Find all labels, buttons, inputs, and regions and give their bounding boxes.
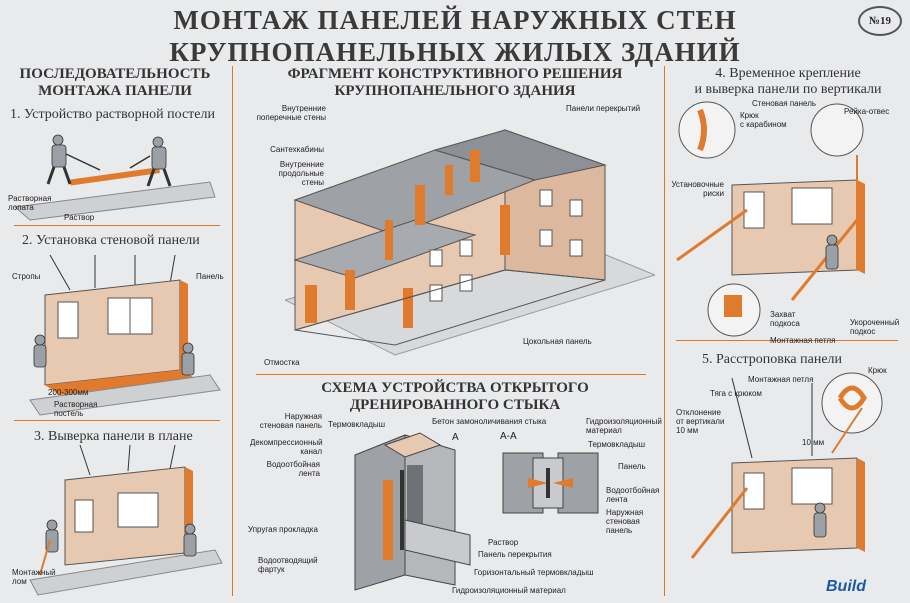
center-heading: ФРАГМЕНТ КОНСТРУКТИВНОГО РЕШЕНИЯ КРУПНОП… <box>250 66 660 100</box>
scheme-heading: СХЕМА УСТРОЙСТВА ОТКРЫТОГО ДРЕНИРОВАННОГ… <box>250 380 660 414</box>
scheme-label-mortar: Раствор <box>488 538 519 547</box>
title-line-2: КРУПНОПАНЕЛЬНЫХ ЖИЛЫХ ЗДАНИЙ <box>169 37 741 67</box>
title-line-1: МОНТАЖ ПАНЕЛЕЙ НАРУЖНЫХ СТЕН <box>173 5 737 35</box>
center-heading-line-1: ФРАГМЕНТ КОНСТРУКТИВНОГО РЕШЕНИЯ <box>287 66 623 82</box>
step3-illustration <box>29 445 223 596</box>
scheme-label-concrete: Бетон замоноличивания стыка <box>432 417 547 426</box>
divider-left-1 <box>14 225 220 226</box>
build-logo: Build <box>826 578 866 595</box>
step5-label-rod: Тяга с крюком <box>710 389 762 398</box>
label-sanitary-cabins: Сантехкабины <box>270 145 324 154</box>
step2-title: 2. Установка стеновой панели <box>22 233 200 248</box>
label-base-panel: Цокольная панель <box>523 337 592 346</box>
left-heading-line-1: ПОСЛЕДОВАТЕЛЬНОСТЬ <box>19 66 211 82</box>
poster-title: МОНТАЖ ПАНЕЛЕЙ НАРУЖНЫХ СТЕН КРУПНОПАНЕЛ… <box>0 4 910 68</box>
scheme-label-thermo2: Термовкладыш <box>588 440 646 449</box>
step5-label-ten-mm: 10 мм <box>802 438 825 447</box>
step5-label-mount-loop: Монтажная петля <box>748 375 814 384</box>
step5-illustration <box>690 372 883 559</box>
step5-label-hook: Крюк <box>868 366 887 375</box>
scheme-label-section-a: А <box>452 432 459 443</box>
divider-right <box>664 66 665 596</box>
step2-illustration <box>29 254 221 416</box>
left-heading-line-2: МОНТАЖА ПАНЕЛИ <box>38 83 192 99</box>
step4-label-loop: Монтажная петля <box>770 336 836 345</box>
center-heading-line-2: КРУПНОПАНЕЛЬНОГО ЗДАНИЯ <box>334 83 576 99</box>
step4-label-rail: Рейка-отвес <box>844 107 890 116</box>
label-floor-panels: Панели перекрытий <box>566 104 641 113</box>
step2-label-panel: Панель <box>196 272 224 281</box>
scheme-label-waterproof: Гидроизоляционный материал <box>452 586 566 595</box>
scheme-heading-line-1: СХЕМА УСТРОЙСТВА ОТКРЫТОГО <box>321 380 589 396</box>
scheme-label-floor-panel: Панель перекрытия <box>478 550 552 559</box>
step5-title: 5. Расстроповка панели <box>702 352 843 367</box>
step2-label-gap: 200-300мм <box>48 388 89 397</box>
step1-title: 1. Устройство растворной постели <box>10 107 215 122</box>
step1-label-mortar: Раствор <box>64 213 95 222</box>
step4-illustration <box>676 101 865 337</box>
building-illustration <box>285 129 655 356</box>
joint-section-illustration <box>502 452 599 514</box>
scheme-heading-line-2: ДРЕНИРОВАННОГО СТЫКА <box>349 397 561 413</box>
step4-label-wall-panel: Стеновая панель <box>752 99 817 108</box>
step2-label-slings: Стропы <box>12 272 41 281</box>
scheme-label-thermo-liner: Термовкладыш <box>328 420 386 429</box>
divider-left <box>232 66 233 596</box>
scheme-label-section-aa: А-А <box>500 431 517 442</box>
left-heading: ПОСЛЕДОВАТЕЛЬНОСТЬ МОНТАЖА ПАНЕЛИ <box>6 66 224 100</box>
joint-3d-illustration <box>354 432 471 591</box>
scheme-label-horiz-liner: Горизонтальный термовкладыш <box>474 568 594 577</box>
divider-center <box>256 374 646 375</box>
scheme-label-elastic: Упругая прокладка <box>248 525 318 534</box>
label-blind-area: Отмостка <box>264 358 300 367</box>
scheme-label-panel: Панель <box>618 462 646 471</box>
step3-title: 3. Выверка панели в плане <box>34 429 193 444</box>
step1-illustration <box>13 134 216 221</box>
divider-left-2 <box>14 420 220 421</box>
poster-number-badge: №19 <box>858 6 902 36</box>
divider-right-1 <box>676 340 898 341</box>
